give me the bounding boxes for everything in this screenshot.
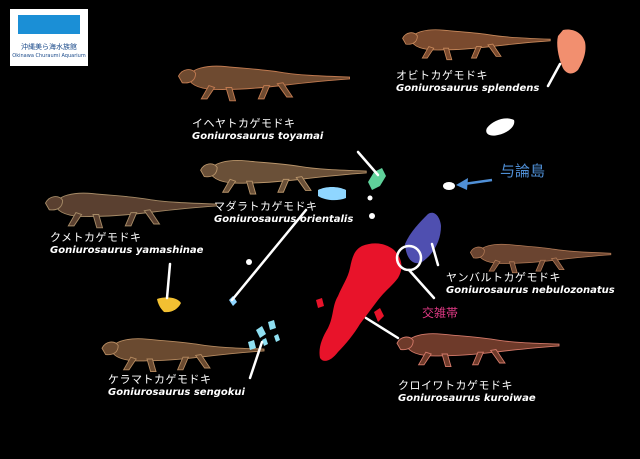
label-splendens: オビトカゲモドキ Goniurosaurus splendens [396,69,540,94]
kana-name: クロイワトカゲモドキ [398,379,513,392]
kana-name: ヤンバルトカゲモドキ [446,271,561,284]
contact-zone-label: 交雑帯 [422,306,459,320]
gecko-nebulozonatus [470,243,612,274]
gecko-sengokui [101,338,265,373]
scientific-name: Goniurosaurus sengokui [108,386,245,398]
label-kuroiwae: クロイワトカゲモドキ Goniurosaurus kuroiwae [398,379,536,404]
logo-mark [18,15,80,34]
island-sengokui [248,320,280,350]
scientific-name: Goniurosaurus orientalis [214,213,354,225]
label-orientalis: マダラトカゲモドキ Goniurosaurus orientalis [214,200,354,225]
scientific-name: Goniurosaurus nebulozonatus [446,284,615,296]
gecko-kuroiwae [396,333,560,368]
scientific-name: Goniurosaurus splendens [396,82,540,94]
scientific-name: Goniurosaurus toyamai [192,130,324,142]
place-yoron: 与論島 [500,162,546,180]
scientific-name: Goniurosaurus kuroiwae [398,392,536,404]
logo-name-en: Okinawa Churaumi Aquarium [12,53,86,59]
island-splendens [557,29,586,74]
kana-name: クメトカゲモドキ [50,231,142,244]
island-yoron-north [486,118,515,136]
label-sengokui: ケラマトカゲモドキ Goniurosaurus sengokui [108,373,245,398]
island-yamashinae [157,297,181,313]
kana-name: ケラマトカゲモドキ [108,373,212,386]
aquarium-logo: 沖縄美ら海水族館 Okinawa Churaumi Aquarium [10,9,88,66]
island-orientalis [318,187,346,201]
gecko-toyamai [178,65,350,102]
island-aguni [229,296,237,306]
kana-name: オビトカゲモドキ [396,69,488,82]
gecko-yamashinae [45,192,217,229]
island-yoron [443,182,455,190]
logo-name-ja: 沖縄美ら海水族館 [21,43,77,51]
label-nebulozonatus: ヤンバルトカゲモドキ Goniurosaurus nebulozonatus [446,271,615,296]
scientific-name: Goniurosaurus yamashinae [50,244,204,256]
island-nebulozonatus [405,212,441,264]
yoron-arrow [456,178,493,190]
island-kuroiwae [319,243,402,361]
label-yamashinae: クメトカゲモドキ Goniurosaurus yamashinae [50,231,204,256]
label-toyamai: イヘヤトカゲモドキ Goniurosaurus toyamai [192,117,324,142]
gecko-splendens [402,29,551,61]
kana-name: イヘヤトカゲモドキ [192,117,296,130]
island-toyamai [368,168,386,190]
kana-name: マダラトカゲモドキ [214,200,318,213]
